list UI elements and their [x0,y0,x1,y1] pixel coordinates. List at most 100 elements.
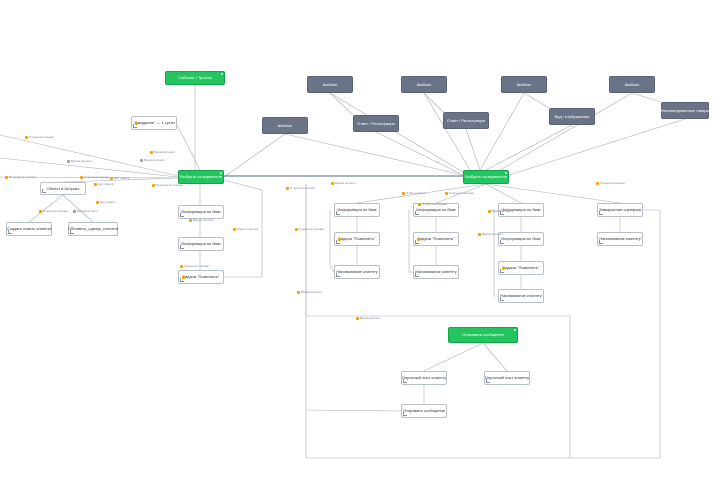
flow-node-label: Выбрать из вариантов [465,174,507,179]
flow-node-w-deal[interactable]: Обновить_сделку_клиента [68,222,118,236]
flow-node-w-b1[interactable]: Информация по базе [413,203,459,217]
flow-node-label: Выбрать из вариантов [180,174,222,179]
flow-node-hub1[interactable]: Выбрать из вариантов [178,170,224,184]
connector-line [223,179,263,278]
connector-line [423,92,444,113]
resize-corner-icon [415,273,419,277]
flow-node-label: Рекомендованные товары [660,107,710,113]
edge-status-icon [5,175,8,179]
flow-node-label: Напоминание клиенту [599,236,641,241]
node-pin-icon [221,73,223,75]
resize-corner-icon [486,379,490,383]
flow-node-w-d1[interactable]: Завершение сценария [597,203,643,217]
flow-node-w-a2[interactable]: Задача "Позвонить" [334,232,380,246]
flow-node-w-l1[interactable]: Информация по базе [178,205,224,219]
flow-node-w-c2[interactable]: Информация по базе [498,232,544,246]
flow-node-label: Напоминание клиенту [500,293,542,298]
flow-node-w-d2[interactable]: Напоминание клиенту [597,232,643,246]
edge-status-icon [356,316,359,320]
flow-node-w-wait[interactable]: "Ожидание" — 1 сутки [131,116,177,130]
edge-status-icon [25,135,28,139]
edge-status-icon [73,209,76,213]
resize-corner-icon [336,240,340,244]
flow-node-w-a3[interactable]: Напоминание клиенту [334,265,380,279]
flow-node-w-b2[interactable]: Задача "Позвонить" [413,232,459,246]
flow-node-w-object[interactable]: Объект в Битрикс [40,182,86,195]
flow-node-w-c3[interactable]: Задача "Позвонить" [498,261,544,275]
edge-label-text: Время истекло [335,181,356,185]
connector-line [485,124,573,171]
flow-node-w-c4[interactable]: Напоминание клиенту [498,289,544,303]
flow-node-w-f3[interactable]: Отправить сообщение [401,404,447,418]
edge-label: Время истекло [189,218,214,222]
flow-node-g4[interactable]: Шаблон [609,76,655,93]
resize-corner-icon [336,273,340,277]
flow-node-label: Шаблон [516,81,532,87]
edge-status-icon [295,227,298,231]
resize-corner-icon [403,412,407,416]
flow-node-label: Задача "Позвонить" [417,236,455,241]
edge-label: Открытие письма [39,209,68,213]
flow-node-label: Ответ / Регистрация [357,120,395,126]
flow-node-label: Опросный лист клиенту [484,375,530,380]
connector-line [408,210,413,273]
flow-node-g7[interactable]: Ответ / Регистрация [443,112,489,129]
edge-label-text: Время истекло [301,290,322,294]
edge-label: Открытие письма [180,264,209,268]
flow-node-g3[interactable]: Шаблон [501,76,547,93]
flow-node-g6[interactable]: Ответ / Регистрация [353,115,399,132]
flow-node-w-f2[interactable]: Опросный лист клиенту [484,371,530,385]
edge-label-text: Переход по ссылке [156,183,183,187]
edge-label: Открытие письма [418,202,447,206]
flow-node-w-b3[interactable]: Напоминание клиенту [413,265,459,279]
warning-icon [417,237,420,241]
edge-label: Переход по ссылке [5,175,36,179]
flow-node-hub3[interactable]: Отправить сообщение [448,327,518,343]
edge-status-icon [418,202,421,206]
flow-node-label: Информация по базе [501,236,541,241]
edge-label-text: Открытие письма [422,202,447,206]
edge-label-text: Нет ответа [100,200,116,204]
flow-node-w-l2[interactable]: Информация по базе [178,237,224,251]
flow-node-label: "Ожидание" — 1 сутки [133,120,175,125]
flow-node-start[interactable]: Событие / Триггер [165,71,225,85]
flow-node-g8[interactable]: Вид / отображение [549,108,595,125]
connector-line [356,183,487,204]
flow-node-label: Информация по базе [416,207,456,212]
edge-label-text: Время истекло [144,158,165,162]
resize-corner-icon [8,230,12,234]
flow-node-hub2[interactable]: Выбрать из вариантов [463,170,509,184]
flow-node-w-client[interactable]: Создать нового клиента [6,222,52,236]
flow-node-label: Ответ / Регистрация [447,117,485,123]
flow-node-label: Отправить сообщение [403,408,445,413]
edge-label-text: Ответ клиента [406,191,427,195]
flow-node-w-c1[interactable]: Информация по базе [498,203,544,217]
edge-label: Открытие письма [596,181,625,185]
connector-line [223,133,286,178]
edge-status-icon [140,158,143,162]
resize-corner-icon [415,211,419,215]
connector-line [631,92,662,103]
flow-node-label: Информация по базе [181,209,221,214]
warning-icon [338,237,341,241]
flow-node-g5[interactable]: Шаблон [262,117,308,134]
edge-label: Время истекло [297,290,322,294]
edge-label-text: Открытие письма [600,181,625,185]
flow-node-g1[interactable]: Шаблон [307,76,353,93]
edge-status-icon [152,183,155,187]
flow-node-w-f1[interactable]: Опросный лист клиенту [401,371,447,385]
flow-node-w-l3[interactable]: Задача "Позвонить" [178,270,224,284]
edge-label-text: Открытие письма [290,186,315,190]
connector-line [329,210,335,273]
flow-node-label: Напоминание клиенту [415,269,457,274]
edge-label: Ответ клиента [402,191,426,195]
flow-node-w-a1[interactable]: Информация по базе [334,203,380,217]
connector-line [482,342,508,372]
flow-node-g9[interactable]: Рекомендованные товары [661,102,709,119]
edge-label: Открытие письма [80,175,109,179]
connector-line [465,128,481,171]
flow-node-g2[interactable]: Шаблон [401,76,447,93]
connector-line [485,183,621,204]
